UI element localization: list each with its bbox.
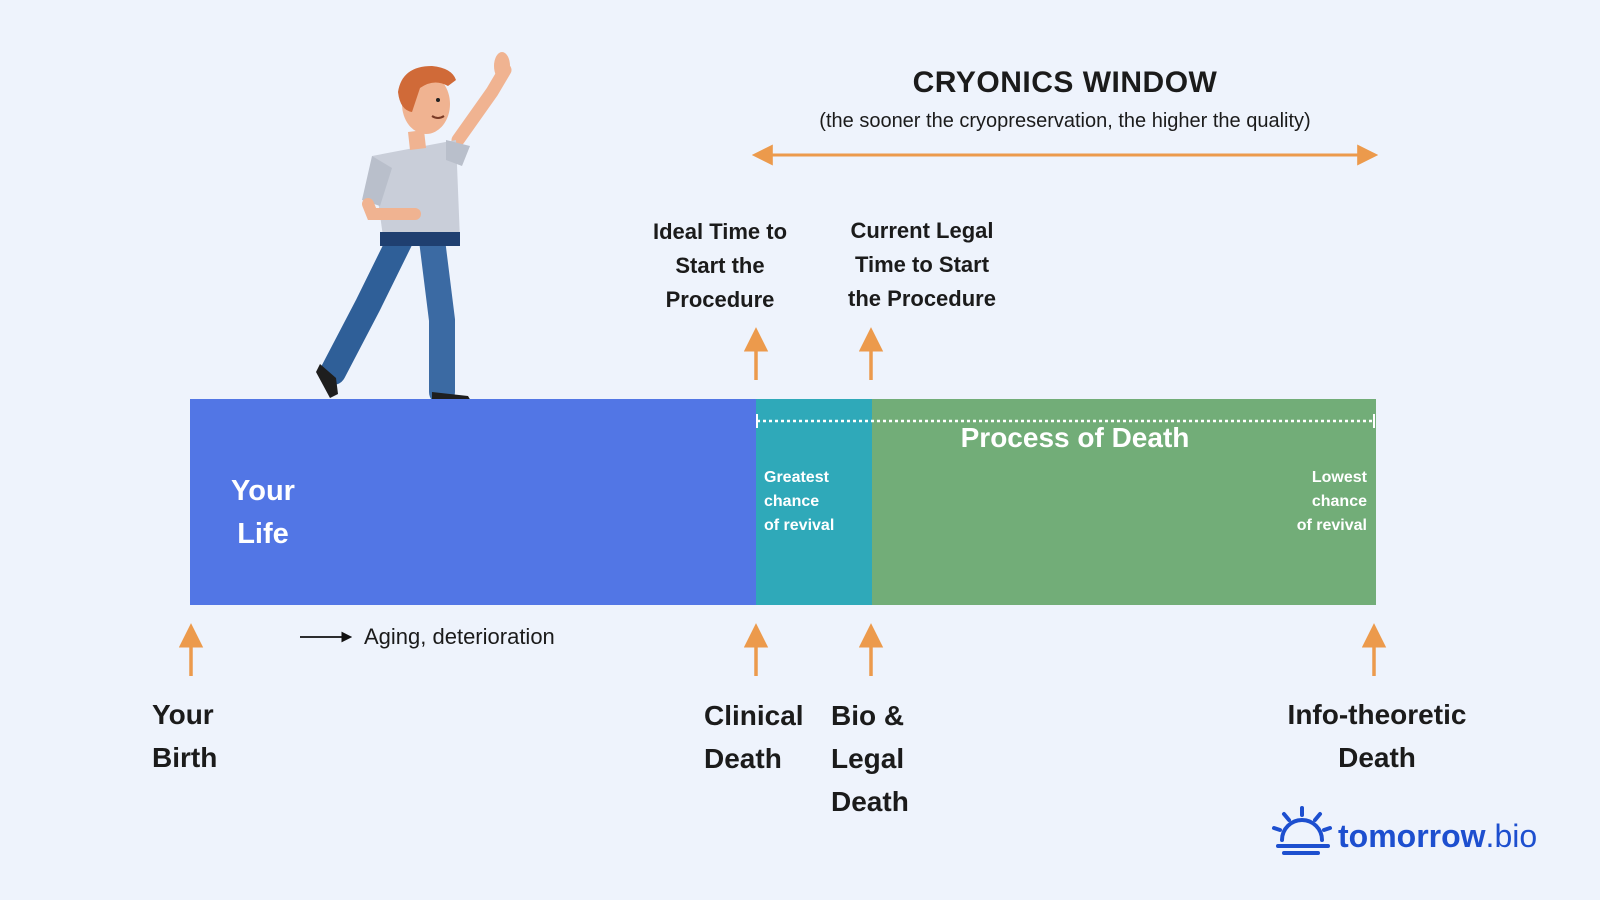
cryonics-window-subtitle: (the sooner the cryopreservation, the hi… xyxy=(819,110,1311,132)
your-life-segment xyxy=(190,399,756,605)
lowest-chance-label: Lowest chance of revival xyxy=(1296,469,1367,534)
your-life-label: Your Life xyxy=(231,475,295,550)
your-birth-label: Your Birth xyxy=(152,699,218,773)
clinical-death-label: Clinical Death xyxy=(704,700,804,774)
person-illustration xyxy=(316,52,512,406)
ideal-time-label: Ideal Time to Start the Procedure xyxy=(652,219,788,312)
cryonics-window-title: CRYONICS WINDOW xyxy=(912,66,1218,99)
current-legal-time-label: Current Legal Time to Start the Procedur… xyxy=(848,218,996,311)
tomorrow-bio-logo: tomorrow.bio xyxy=(1338,818,1537,855)
process-of-death-label: Process of Death xyxy=(960,422,1190,453)
sun-logo-icon xyxy=(1272,806,1332,855)
logo-name: tomorrow xyxy=(1338,818,1486,854)
greatest-chance-segment xyxy=(756,399,872,605)
info-theoretic-death-label: Info-theoretic Death xyxy=(1287,699,1467,773)
aging-note: Aging, deterioration xyxy=(364,624,555,649)
bio-legal-death-label: Bio & Legal Death xyxy=(831,700,909,817)
greatest-chance-label: Greatest chance of revival xyxy=(764,469,835,534)
logo-suffix: .bio xyxy=(1485,818,1538,854)
process-of-death-segment xyxy=(872,399,1376,605)
